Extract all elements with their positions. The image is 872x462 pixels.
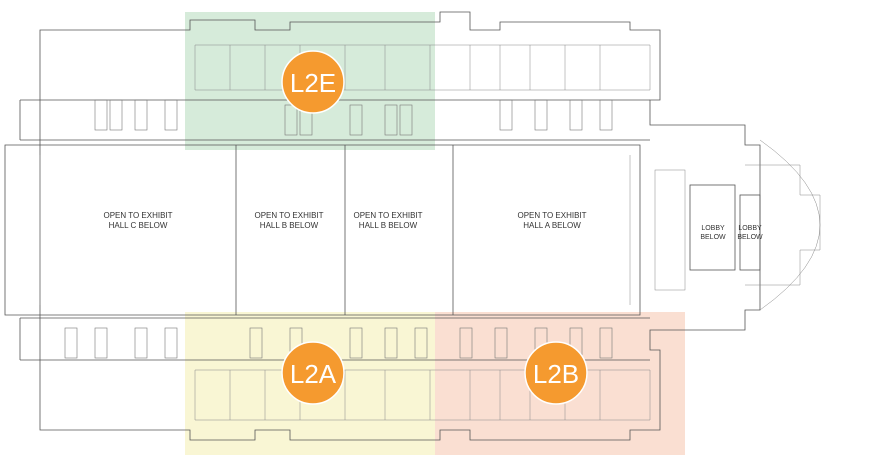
zone-marker-l2e[interactable]: L2E xyxy=(281,50,345,114)
svg-text:L2A: L2A xyxy=(290,359,337,389)
zone-marker-l2b[interactable]: L2B xyxy=(524,341,588,405)
dock-stalls xyxy=(64,99,613,359)
svg-text:L2B: L2B xyxy=(533,359,579,389)
building-outline xyxy=(4,11,821,441)
zone-marker-l2a[interactable]: L2A xyxy=(281,341,345,405)
svg-text:L2E: L2E xyxy=(290,68,336,98)
